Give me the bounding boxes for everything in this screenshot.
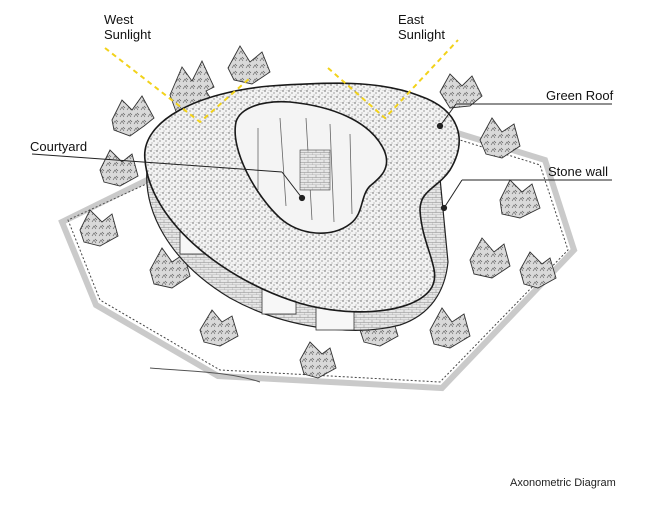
green-roof-label: Green Roof [546, 88, 614, 103]
diagram-caption: Axonometric Diagram [510, 477, 616, 489]
courtyard-opening [234, 100, 388, 234]
east-label-line1: East [398, 12, 425, 27]
east-sunlight-arrow [327, 39, 459, 120]
leader-lines [31, 103, 612, 212]
west-label-line1: West [104, 12, 134, 27]
west-label-line2: Sunlight [104, 27, 151, 42]
stone-wall-label: Stone wall [548, 164, 608, 179]
east-sunlight-label: East Sunlight [398, 12, 445, 42]
west-sunlight-arrow [104, 47, 251, 124]
west-sunlight-label: West Sunlight [104, 12, 151, 42]
east-label-line2: Sunlight [398, 27, 445, 42]
site-path [149, 367, 261, 383]
courtyard-label: Courtyard [30, 139, 88, 154]
